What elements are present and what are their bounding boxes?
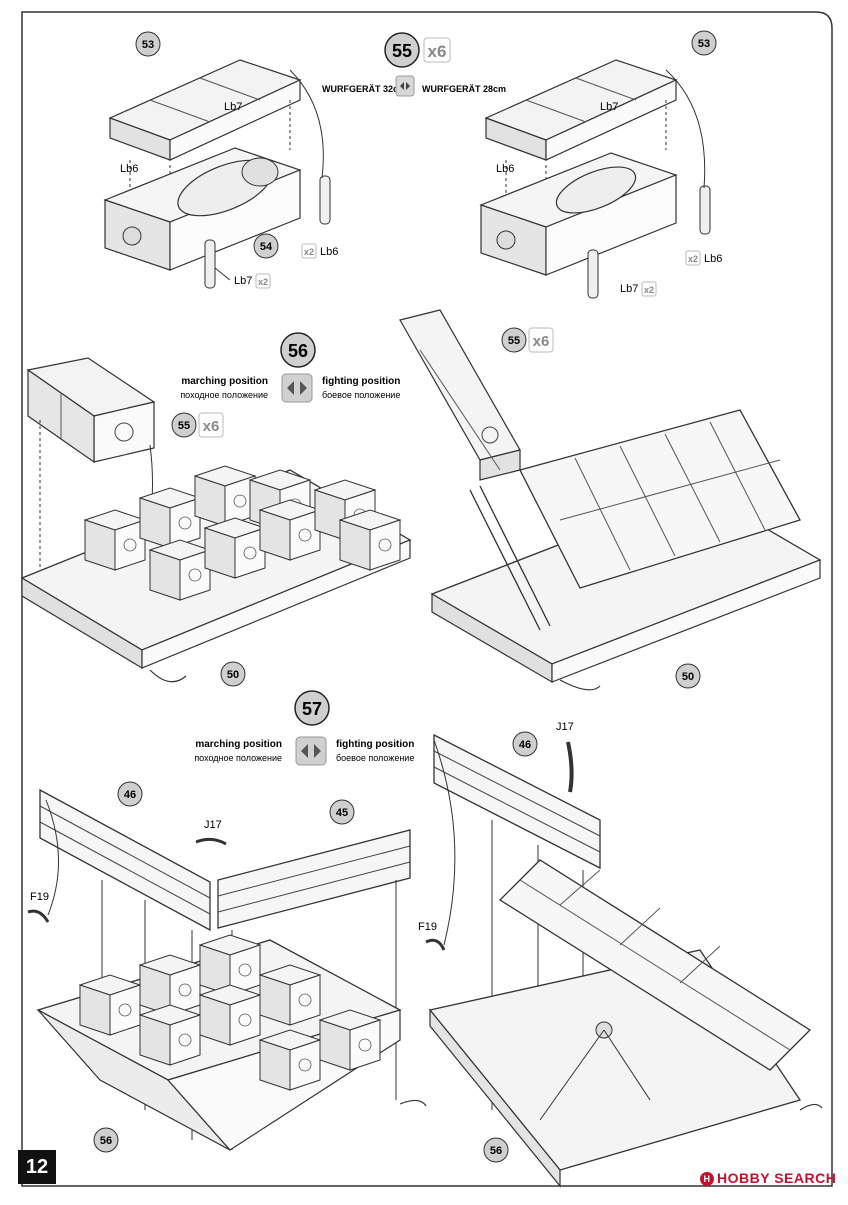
svg-text:55: 55 — [508, 335, 520, 347]
variant-32cm-label: WURFGERÄT 32cm — [322, 84, 406, 94]
step-55-left-drawing — [103, 59, 331, 289]
part-lb6-right: Lb6 — [496, 163, 514, 175]
part-j17-right: J17 — [556, 721, 574, 733]
step-55-badge: 55 — [384, 32, 420, 68]
svg-text:55: 55 — [178, 420, 190, 432]
svg-text:x6: x6 — [203, 418, 220, 435]
step56-fighting-en: fighting position — [322, 376, 400, 387]
svg-text:x6: x6 — [533, 333, 550, 350]
step-57-badge: 57 — [294, 690, 330, 726]
part-lb7-right-qty: x2 — [641, 281, 657, 297]
part-lb7-left-qty: x2 — [255, 273, 271, 289]
step-56-right-drawing — [399, 309, 822, 691]
swap-arrows-icon — [395, 75, 415, 97]
part-56-right: 56 — [483, 1137, 509, 1163]
step-57-right-drawing — [425, 733, 823, 1188]
part-55-left: 55 — [171, 412, 197, 438]
step57-marching-en: marching position — [195, 739, 282, 750]
part-j17-left: J17 — [204, 819, 222, 831]
step-55-quantity: x6 — [423, 37, 451, 63]
svg-text:46: 46 — [124, 789, 136, 801]
step-56-left-drawing — [20, 357, 412, 683]
svg-text:56: 56 — [100, 1135, 112, 1147]
svg-text:54: 54 — [260, 241, 273, 253]
part-56-left: 56 — [93, 1127, 119, 1153]
part-46-right: 46 — [512, 731, 538, 757]
svg-text:50: 50 — [682, 671, 694, 683]
part-lb7-right: Lb7 — [600, 101, 618, 113]
hobby-search-logo-icon: H — [700, 1172, 714, 1186]
step56-marching-en: marching position — [181, 376, 268, 387]
step-56-badge: 56 — [280, 332, 316, 368]
part-lb6-right-b: Lb6 — [704, 253, 722, 265]
svg-text:x2: x2 — [644, 285, 654, 295]
step-55-right-drawing — [479, 59, 711, 299]
part-lb6-left-b: Lb6 — [320, 246, 338, 258]
svg-text:46: 46 — [519, 739, 531, 751]
step57-marching-ru: походное положение — [194, 753, 282, 763]
part-55-left-qty: x6 — [198, 412, 224, 438]
part-45: 45 — [329, 799, 355, 825]
part-f19-right: F19 — [418, 921, 437, 933]
step56-marching-ru: походное положение — [180, 390, 268, 400]
step56-fighting-ru: боевое положение — [322, 390, 400, 400]
swap-arrows-icon — [281, 373, 313, 403]
svg-text:45: 45 — [336, 807, 348, 819]
part-lb6-left-qty: x2 — [301, 243, 317, 259]
part-53-left: 53 — [135, 31, 161, 57]
svg-text:53: 53 — [142, 39, 154, 51]
step57-fighting-ru: боевое положение — [336, 753, 414, 763]
part-f19-left: F19 — [30, 891, 49, 903]
svg-text:56: 56 — [490, 1145, 502, 1157]
svg-text:57: 57 — [302, 699, 322, 719]
part-lb7-left-b: Lb7 — [234, 275, 252, 287]
part-lb7-right-b: Lb7 — [620, 283, 638, 295]
part-lb6-left: Lb6 — [120, 163, 138, 175]
svg-text:x2: x2 — [688, 254, 698, 264]
svg-text:56: 56 — [288, 341, 308, 361]
svg-text:50: 50 — [227, 669, 239, 681]
swap-arrows-icon — [295, 736, 327, 766]
part-lb6-right-qty: x2 — [685, 250, 701, 266]
part-53-right: 53 — [691, 30, 717, 56]
brand-text: HOBBY SEARCH — [717, 1170, 837, 1186]
page-border — [21, 11, 833, 1187]
part-46-left: 46 — [117, 781, 143, 807]
part-lb7-left: Lb7 — [224, 101, 242, 113]
page-number: 12 — [18, 1150, 56, 1184]
part-54: 54 — [253, 233, 279, 259]
svg-text:55: 55 — [392, 41, 412, 61]
svg-text:x6: x6 — [428, 42, 447, 61]
part-55-right-qty: x6 — [528, 327, 554, 353]
svg-text:53: 53 — [698, 38, 710, 50]
variant-28cm-label: WURFGERÄT 28cm — [422, 84, 506, 94]
svg-text:x2: x2 — [304, 247, 314, 257]
part-50-left: 50 — [220, 661, 246, 687]
step57-fighting-en: fighting position — [336, 739, 414, 750]
part-55-right: 55 — [501, 327, 527, 353]
part-50-right: 50 — [675, 663, 701, 689]
step-57-left-drawing — [27, 788, 427, 1151]
svg-text:x2: x2 — [258, 277, 268, 287]
